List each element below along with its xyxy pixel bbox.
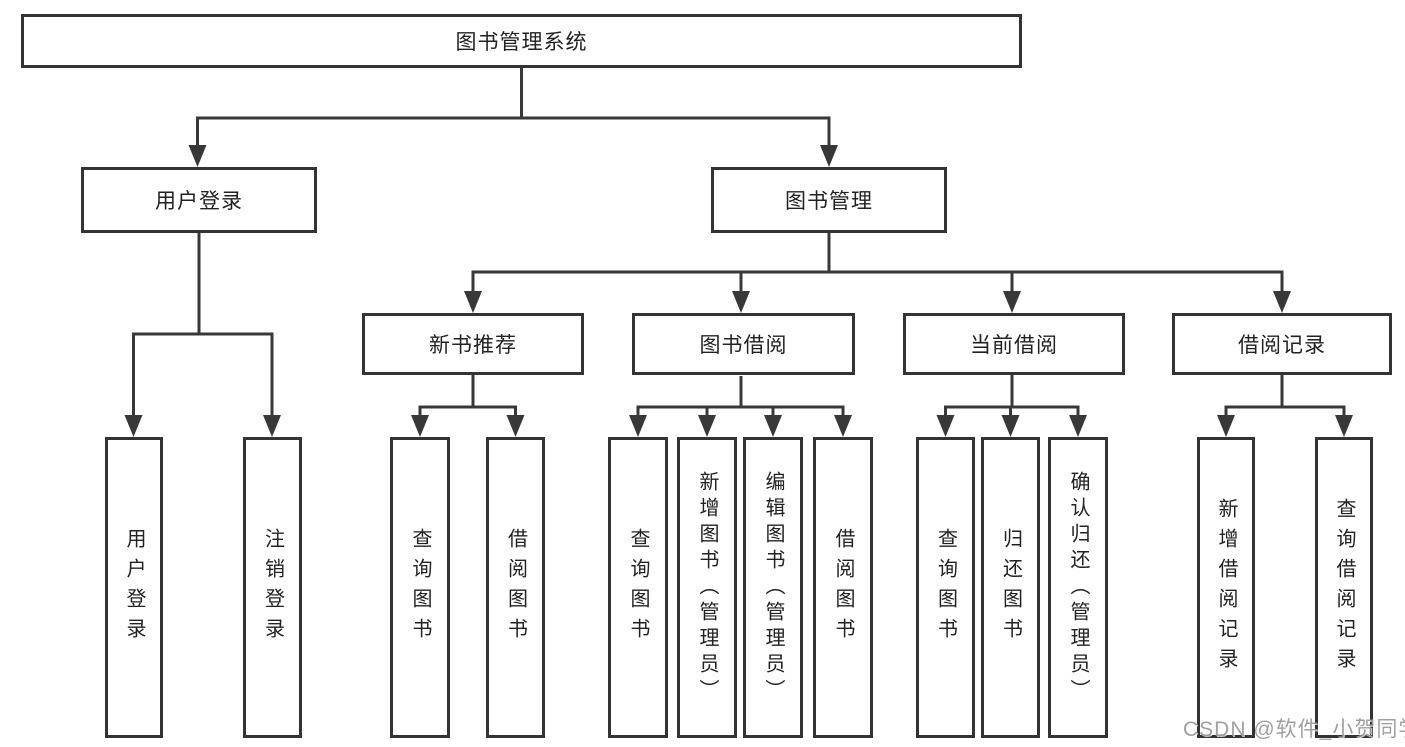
node-current-borrowing: 当前借阅 (903, 313, 1125, 375)
node-new-book-recommendation: 新书推荐 (362, 313, 584, 375)
node-root-library-management-system: 图书管理系统 (21, 14, 1022, 68)
node-label: 查询图书 (409, 527, 431, 648)
leaf-borrow-books: 借阅图书 (813, 437, 873, 738)
node-label: 查询图书 (627, 527, 649, 648)
node-label: 新增借阅记录 (1215, 497, 1237, 678)
node-book-borrowing: 图书借阅 (632, 313, 855, 375)
leaf-edit-books-admin: 编辑图书（管理员） (743, 437, 803, 738)
csdn-watermark: CSDN @软件_小贺同学 (1183, 718, 1405, 741)
node-label: 注销登录 (261, 527, 284, 648)
leaf-borrow-books-recommend: 借阅图书 (486, 437, 545, 738)
leaf-query-books-recommend: 查询图书 (390, 437, 450, 738)
leaf-add-books-admin: 新增图书（管理员） (677, 437, 737, 738)
leaf-add-borrow-record: 新增借阅记录 (1197, 437, 1255, 738)
leaf-confirm-return-admin: 确认归还（管理员） (1048, 437, 1108, 738)
node-label: 借阅图书 (832, 527, 854, 648)
node-label: 新书推荐 (429, 334, 517, 357)
leaf-query-borrow-record: 查询借阅记录 (1315, 437, 1373, 738)
node-label: 查询图书 (934, 527, 957, 648)
node-label: 确认归还（管理员） (1067, 470, 1089, 705)
node-label: 当前借阅 (970, 334, 1058, 357)
leaf-user-login: 用户登录 (105, 437, 163, 738)
node-label: 图书管理系统 (455, 31, 588, 54)
node-label: 查询借阅记录 (1333, 497, 1355, 678)
node-book-management: 图书管理 (711, 167, 947, 233)
node-label: 归还图书 (999, 527, 1022, 648)
node-label: 用户登录 (123, 527, 145, 648)
node-label: 用户登录 (155, 190, 243, 213)
node-label: 图书管理 (785, 190, 873, 213)
leaf-logout: 注销登录 (243, 437, 302, 738)
arrowhead-icons (124, 145, 1353, 437)
node-borrowing-records: 借阅记录 (1172, 313, 1392, 375)
node-label: 新增图书（管理员） (696, 470, 718, 705)
node-label: 借阅记录 (1238, 334, 1326, 357)
node-user-login: 用户登录 (81, 167, 317, 233)
node-label: 编辑图书（管理员） (762, 470, 784, 705)
node-label: 借阅图书 (504, 527, 527, 648)
leaf-query-books-borrow: 查询图书 (608, 437, 668, 738)
node-label: 图书借阅 (699, 334, 788, 357)
leaf-return-books: 归还图书 (981, 437, 1040, 738)
leaf-query-books-current: 查询图书 (916, 437, 975, 738)
